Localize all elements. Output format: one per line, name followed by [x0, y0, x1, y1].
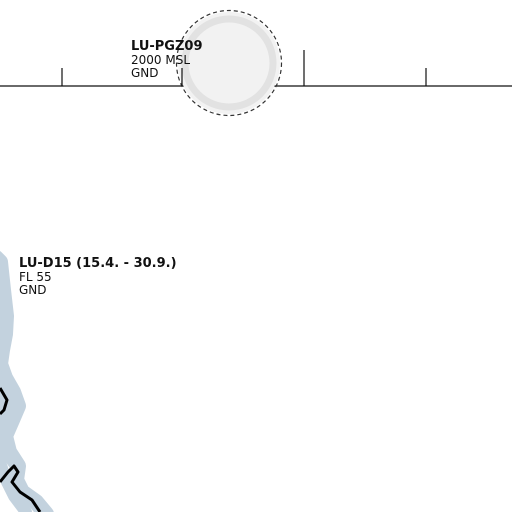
airspace-lower-limit: GND — [131, 66, 159, 80]
airspace-area-lu-d15[interactable] — [0, 251, 54, 512]
area-border-upper — [0, 387, 9, 416]
airspace-name: LU-PGZ09 — [131, 39, 203, 54]
area-border-lower — [0, 464, 42, 512]
circle-dashed-outline — [175, 9, 283, 117]
airspace-label-lu-pgz09: LU-PGZ09 2000 MSL GND — [131, 39, 203, 80]
airspace-upper-limit: 2000 MSL — [131, 53, 191, 67]
airspace-lower-limit: GND — [19, 283, 47, 297]
circle-inner-ring — [181, 15, 277, 111]
airspace-label-lu-d15: LU-D15 (15.4. - 30.9.) FL 55 GND — [19, 256, 177, 297]
airspace-upper-limit: FL 55 — [19, 270, 52, 284]
airspace-name: LU-D15 (15.4. - 30.9.) — [19, 256, 177, 271]
area-halo-outer — [0, 251, 54, 512]
circle-fill — [178, 12, 280, 114]
airspace-circle-lu-pgz09[interactable] — [175, 9, 283, 117]
